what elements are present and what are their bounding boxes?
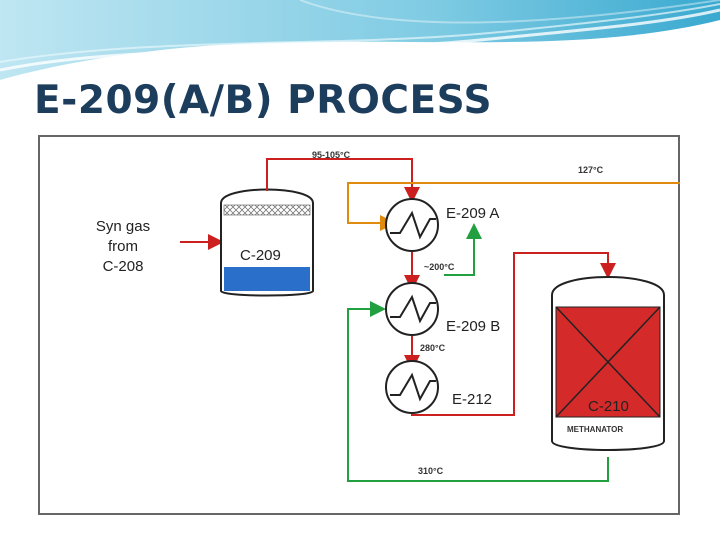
temp-bottom-line: 310°C — [418, 466, 444, 476]
e209b-exchanger — [385, 282, 439, 336]
process-flow-diagram — [180, 158, 680, 482]
syn-gas-source-label: Syn gas from C-208 — [84, 217, 162, 277]
green-bottom-loop — [347, 301, 609, 482]
c209-vessel — [220, 188, 314, 297]
e209a-label: E-209 A — [446, 205, 500, 222]
syn-gas-line-3: C-208 — [102, 258, 144, 275]
syn-gas-line-2: from — [108, 238, 138, 255]
page-title: E-209(A/B) PROCESS — [34, 78, 493, 123]
temp-after-e209b: 280°C — [420, 343, 446, 353]
e209b-label: E-209 B — [446, 318, 501, 335]
e212-label: E-212 — [452, 391, 493, 408]
c210-label: C-210 — [588, 398, 629, 415]
e212-exchanger — [385, 360, 439, 414]
temp-top-line: 95-105°C — [312, 150, 351, 160]
temp-after-e209a: ~200°C — [424, 262, 455, 272]
c210-methanator-vessel — [551, 276, 665, 451]
syn-gas-line-1: Syn gas — [95, 218, 151, 235]
bfw-inlet-line — [347, 182, 680, 231]
temp-right-line: 127°C — [578, 165, 604, 175]
header-wave-banner — [0, 0, 720, 80]
methanator-label: METHANATOR — [567, 425, 624, 434]
top-overhead-line — [266, 158, 420, 203]
c209-label: C-209 — [240, 247, 281, 264]
e209a-exchanger — [385, 198, 439, 252]
